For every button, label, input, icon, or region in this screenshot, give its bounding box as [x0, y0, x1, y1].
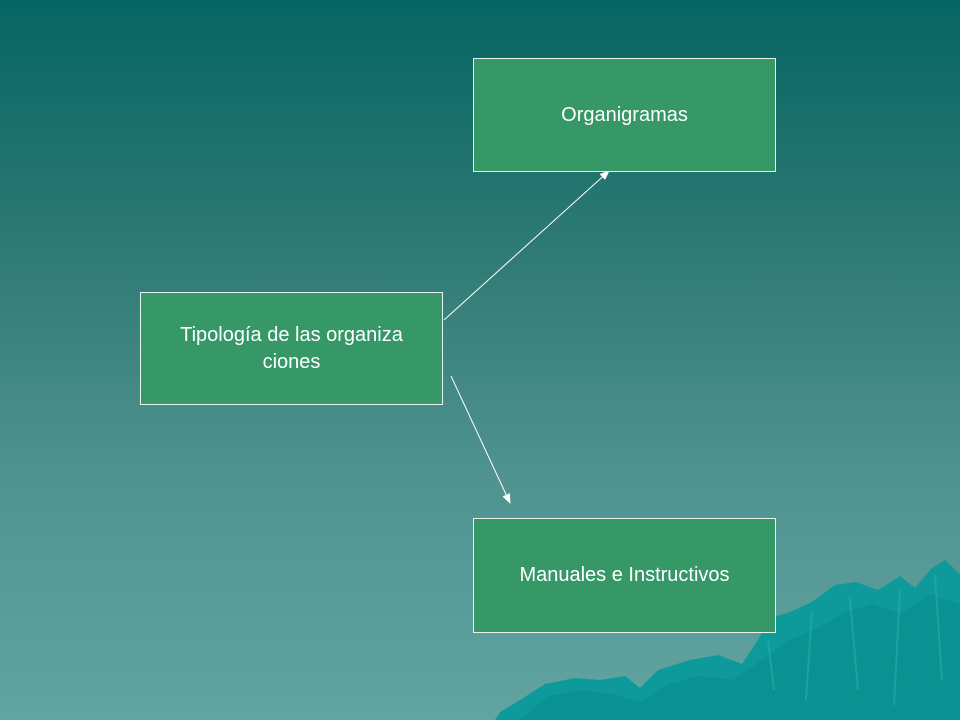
root-node-label: Tipología de las organiza ciones — [180, 323, 403, 373]
organigramas-node-label: Organigramas — [561, 103, 688, 126]
root-node-box: Tipología de las organiza ciones — [140, 292, 443, 405]
organigramas-node-box: Organigramas — [473, 58, 776, 172]
arrow-to-manuales — [450, 375, 511, 504]
manuales-node-box: Manuales e Instructivos — [473, 518, 776, 633]
arrow-to-organigramas — [443, 170, 610, 321]
manuales-node-label: Manuales e Instructivos — [519, 564, 730, 586]
